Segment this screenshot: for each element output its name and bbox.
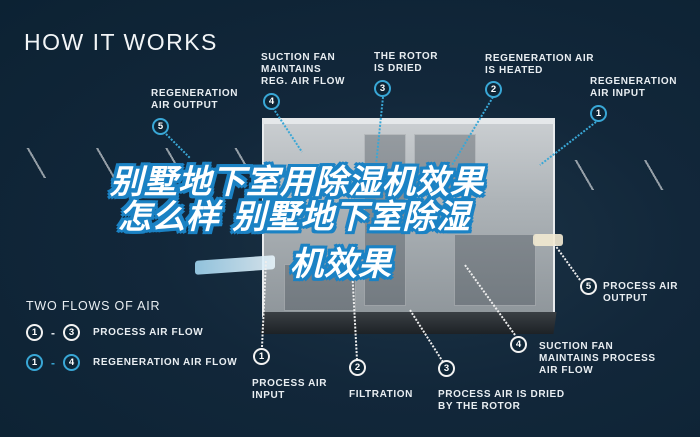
legend-item-regeneration: 1 - 4 REGENERATION AIR FLOW — [26, 354, 237, 371]
callout-2-process-icon: 2 — [349, 359, 366, 376]
legend-dash: - — [51, 355, 55, 370]
legend-dash: - — [51, 325, 55, 340]
callout-filtration-label: FILTRATION — [349, 389, 413, 400]
legend-from-icon: 1 — [26, 324, 43, 341]
callout-4-regeneration-icon: 4 — [263, 93, 280, 110]
callout-5-regeneration-icon: 5 — [152, 118, 169, 135]
air-flow-legend: TWO FLOWS OF AIR 1 - 3 PROCESS AIR FLOW … — [26, 300, 237, 371]
overlay-headline-line2: 怎么样 别墅地下室除湿 — [118, 197, 471, 236]
legend-to-icon: 3 — [63, 324, 80, 341]
unit-heater-section — [414, 134, 476, 196]
callout-suction-fan-process-label: SUCTION FAN MAINTAINS PROCESS AIR FLOW — [539, 341, 656, 376]
callout-3-regeneration-icon: 3 — [374, 80, 391, 97]
callout-2-regeneration-icon: 2 — [485, 81, 502, 98]
callout-regeneration-input-label: REGENERATION AIR INPUT — [590, 76, 678, 99]
legend-label-process: PROCESS AIR FLOW — [93, 326, 204, 338]
callout-regeneration-air-output-label: REGENERATION AIR OUTPUT — [151, 88, 239, 111]
legend-title: TWO FLOWS OF AIR — [26, 299, 161, 313]
callout-4-process-icon: 4 — [510, 336, 527, 353]
callout-suction-fan-reg-label: SUCTION FAN MAINTAINS REG. AIR FLOW — [261, 52, 346, 87]
overlay-headline-line1: 别墅地下室用除湿机效果 — [110, 162, 484, 201]
unit-rotor-section — [364, 134, 406, 306]
overlay-headline-line3: 机效果 — [290, 244, 392, 283]
callout-1-process-icon: 1 — [253, 348, 270, 365]
dehumidifier-unit — [262, 118, 555, 317]
legend-label-regeneration: REGENERATION AIR FLOW — [93, 356, 238, 368]
page-title: HOW IT WORKS — [24, 29, 218, 55]
legend-item-process: 1 - 3 PROCESS AIR FLOW — [26, 324, 237, 341]
legend-from-icon: 1 — [26, 354, 43, 371]
callout-rotor-dried-label: THE ROTOR IS DRIED — [374, 51, 439, 74]
unit-filter-section — [284, 264, 356, 311]
regeneration-duct-left — [0, 148, 270, 178]
callout-regeneration-heated-label: REGENERATION AIR IS HEATED — [485, 53, 595, 76]
regeneration-duct-right — [548, 160, 700, 190]
callout-1-regeneration-icon: 1 — [590, 105, 607, 122]
callout-process-output-label: PROCESS AIR OUTPUT — [603, 281, 679, 304]
callout-process-input-label: PROCESS AIR INPUT — [252, 378, 328, 401]
unit-top-edge — [262, 118, 555, 124]
legend-to-icon: 4 — [63, 354, 80, 371]
process-air-ribbon-out — [533, 234, 563, 246]
callout-5-process-icon: 5 — [580, 278, 597, 295]
callout-3-process-icon: 3 — [438, 360, 455, 377]
callout-process-dried-label: PROCESS AIR IS DRIED BY THE ROTOR — [438, 389, 565, 412]
